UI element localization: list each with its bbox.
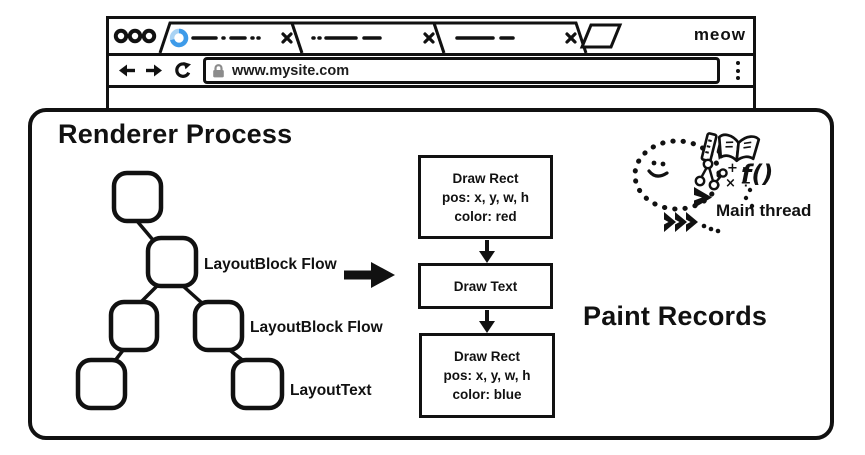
paint-record-line: Draw Rect (453, 349, 521, 364)
tab-1[interactable] (158, 21, 304, 53)
tree-label-layouttext: LayoutText (290, 382, 372, 399)
paint-record-line: Draw Rect (452, 170, 519, 186)
down-arrow-icon (479, 310, 495, 333)
mini-tree-icon (694, 158, 728, 191)
tree-label-layoutblock-flow-1: LayoutBlock Flow (204, 256, 337, 273)
paint-record-line: pos: x, y, w, h (441, 189, 529, 205)
url-input[interactable]: www.mysite.com (203, 57, 720, 84)
paint-record-line: pos: x, y, w, h (443, 368, 531, 383)
paint-record-line: color: red (454, 208, 517, 224)
lock-icon (213, 63, 224, 77)
down-arrow-icon (479, 240, 495, 263)
renderer-process-box: Renderer Process LayoutBlock Flow Layout… (28, 108, 834, 440)
main-thread-doodle: + - × ÷ f() (632, 132, 773, 234)
paint-record-box-1: Draw Rect pos: x, y, w, h color: red (418, 155, 553, 239)
tree-node-layouttext (230, 357, 285, 411)
chevron-arrows-icon (664, 187, 712, 232)
tab-3[interactable] (431, 21, 588, 53)
paint-record-line: color: blue (452, 387, 522, 402)
window-controls-icon[interactable] (113, 28, 157, 44)
tab-close-icon[interactable] (565, 32, 577, 44)
main-thread-label: Main thread (716, 201, 812, 220)
new-tab-button[interactable] (579, 23, 623, 49)
paint-record-box-3: Draw Rect pos: x, y, w, h color: blue (419, 333, 555, 418)
tree-label-layoutblock-flow-2: LayoutBlock Flow (250, 319, 383, 336)
tree-node-layoutblock-1 (145, 235, 199, 289)
function-icon: f() (741, 160, 773, 188)
tab-close-icon[interactable] (281, 32, 293, 44)
reload-icon[interactable] (174, 62, 191, 79)
book-icon (717, 133, 761, 163)
tree-node-child-left (108, 299, 160, 353)
paint-record-line: Draw Text (453, 278, 518, 294)
brand-text: meow (693, 25, 746, 44)
ruler-icon (700, 132, 718, 163)
url-text: www.mysite.com (232, 62, 350, 79)
math-symbols-icon: + - (727, 161, 748, 176)
loading-spinner-icon (169, 28, 189, 48)
forward-icon[interactable] (145, 64, 162, 77)
paint-records-title: Paint Records (583, 301, 768, 331)
tab-bar: meow (109, 19, 753, 56)
navigation-bar: www.mysite.com (109, 56, 753, 88)
renderer-process-title: Renderer Process (58, 119, 293, 149)
right-arrow-icon (344, 262, 395, 288)
menu-icon[interactable] (736, 61, 740, 80)
tab-close-icon[interactable] (423, 32, 435, 44)
layout-tree (75, 170, 285, 411)
tree-node-layoutblock-2 (192, 299, 245, 353)
tab-2[interactable] (289, 21, 446, 53)
back-icon[interactable] (119, 64, 136, 77)
paint-record-box-2: Draw Text (418, 263, 553, 309)
tree-node-root (111, 170, 164, 224)
tree-node-leaf-left (75, 357, 128, 411)
math-symbols-icon: × ÷ (725, 176, 751, 191)
smiley-face-icon (647, 160, 669, 178)
